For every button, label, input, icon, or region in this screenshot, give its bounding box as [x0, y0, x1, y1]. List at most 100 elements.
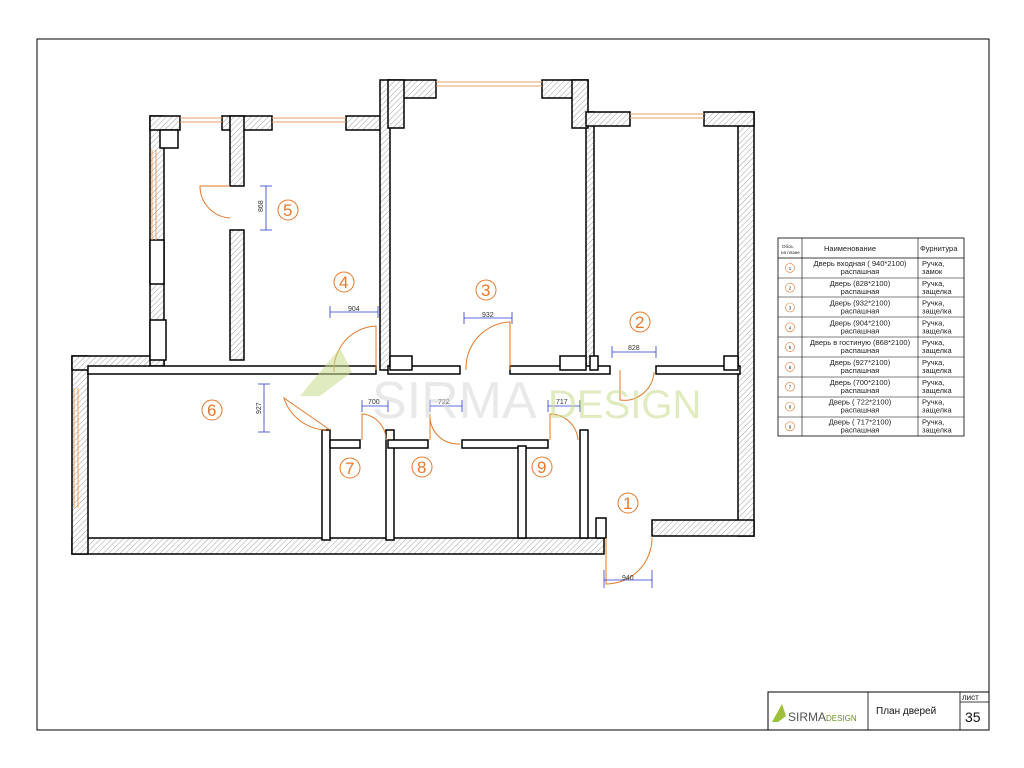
- door-6: [283, 396, 331, 431]
- table-row-furniture: Ручка,: [922, 398, 944, 407]
- title-logo-word1: SIRMA: [788, 710, 826, 724]
- table-row-name: Дверь ( 717*2100): [829, 417, 892, 426]
- table-row-num-marker: [785, 263, 795, 273]
- table-row-furniture: Ручка,: [922, 259, 944, 268]
- table-row-name-2: распашная: [841, 287, 880, 296]
- table-row-num-marker: [785, 302, 795, 313]
- dim-6: 927: [256, 402, 263, 414]
- room-1-label: 1: [623, 494, 632, 513]
- table-row-num: 1: [789, 266, 792, 271]
- wall-hatch-right: [737, 111, 755, 537]
- table-row-furniture-2: защелка: [922, 346, 952, 355]
- table-row-furniture: Ручка,: [922, 378, 944, 387]
- wall-hatch-entrance: [651, 519, 755, 537]
- table-row-num: 7: [789, 385, 792, 390]
- room-9-label: 9: [537, 458, 546, 477]
- wall-hatch-3-left: [379, 79, 391, 371]
- watermark-word1: SIRMA: [372, 372, 537, 430]
- door-5: [199, 185, 231, 219]
- table-row-furniture-2: замок: [922, 267, 943, 276]
- table-row-name: Дверь (828*2100): [830, 279, 891, 288]
- table-row-furniture: Ручка,: [922, 299, 944, 308]
- room-8-label: 8: [417, 458, 426, 477]
- table-row-num: 4: [789, 325, 792, 330]
- table-row-name: Дверь (700*2100): [830, 378, 891, 387]
- table-row-name: Дверь ( 722*2100): [829, 398, 892, 407]
- room-3-label: 3: [481, 281, 490, 300]
- dim-2: 828: [628, 345, 640, 352]
- table-row-num: 9: [789, 424, 792, 429]
- sheet-title: План дверей: [876, 706, 936, 717]
- room-4-label: 4: [339, 273, 348, 292]
- table-row-num: 8: [789, 405, 792, 410]
- table-row-name-2: распашная: [841, 307, 880, 316]
- door-schedule-table: Обоз. на плане Наименование Фурнитура 1Д…: [777, 237, 965, 437]
- table-row-furniture: Ручка,: [922, 358, 944, 367]
- interior-walls: [87, 129, 741, 541]
- dim-9: 717: [556, 399, 568, 406]
- table-row-name-2: распашная: [841, 406, 880, 415]
- wall-hatch-2-topr: [703, 111, 755, 127]
- room-markers: [201, 199, 651, 514]
- table-row-name-2: распашная: [841, 326, 880, 335]
- table-row-num-marker: [785, 381, 795, 392]
- watermark-logo-icon: [300, 348, 352, 396]
- table-row-name-2: распашная: [841, 425, 880, 434]
- dim-4: 904: [348, 306, 360, 313]
- table-row-furniture: Ручка,: [922, 417, 944, 426]
- floor-plan: 940 828 932 904 868 927 700 722 717 1 2 …: [71, 79, 755, 588]
- wall-hatch-bottom: [71, 537, 605, 555]
- table-row-num: 2: [789, 286, 792, 291]
- table-header-furniture: Фурнитура: [920, 244, 958, 253]
- table-row-num-marker: [785, 282, 795, 293]
- table-row-name: Дверь (904*2100): [830, 318, 891, 327]
- room-7-label: 7: [345, 459, 354, 478]
- table-row-num: 5: [789, 345, 792, 350]
- room-5-label: 5: [283, 201, 292, 220]
- title-logo-icon: [772, 704, 786, 722]
- windows: [73, 81, 704, 508]
- door-1: [605, 537, 653, 585]
- dim-3: 932: [482, 312, 494, 319]
- sheet-label: лист: [962, 693, 979, 702]
- table-row-num-marker: [785, 401, 795, 412]
- door-3: [465, 321, 511, 371]
- watermark-word2: DESIGN: [548, 383, 701, 427]
- wall-hatch-2-topl: [585, 111, 631, 127]
- sheet-number: 35: [965, 709, 981, 725]
- dim-1: 940: [622, 575, 634, 582]
- dim-5: 868: [258, 200, 265, 212]
- table-header-num-2: на плане: [781, 250, 800, 255]
- table-row-num-marker: [785, 421, 795, 432]
- table-row-name-2: распашная: [841, 267, 880, 276]
- table-row-name-2: распашная: [841, 386, 880, 395]
- table-row-name: Дверь входная ( 940*2100): [814, 259, 908, 268]
- dim-7: 700: [368, 399, 380, 406]
- door-8: [429, 413, 461, 445]
- table-row-num-marker: [785, 362, 795, 372]
- table-row-name-2: распашная: [841, 346, 880, 355]
- wall-hatch-col-5: [229, 115, 245, 187]
- wall-hatch-col-5b: [229, 229, 245, 361]
- door-7: [361, 413, 387, 441]
- door-2: [619, 370, 655, 401]
- room-2-label: 2: [635, 313, 644, 332]
- dim-8: 722: [438, 399, 450, 406]
- table-row-furniture-2: защелка: [922, 326, 952, 335]
- table-row-name: Дверь (927*2100): [830, 358, 891, 367]
- watermark: SIRMA DESIGN: [300, 348, 701, 430]
- table-row-furniture: Ручка,: [922, 279, 944, 288]
- wall-hatch-3-right: [585, 111, 595, 371]
- table-row-furniture-2: защелка: [922, 425, 952, 434]
- table-row-furniture: Ручка,: [922, 338, 944, 347]
- table-row-furniture-2: защелка: [922, 386, 952, 395]
- table-row-num-marker: [785, 342, 795, 352]
- table-row-name: Дверь (932*2100): [830, 299, 891, 308]
- wall-hatch-bay-lcol: [387, 79, 405, 129]
- dimension-lines: [258, 185, 657, 588]
- wall-hatch-bay-rcol: [571, 79, 589, 129]
- door-9: [549, 413, 579, 441]
- table-header-name: Наименование: [824, 244, 876, 253]
